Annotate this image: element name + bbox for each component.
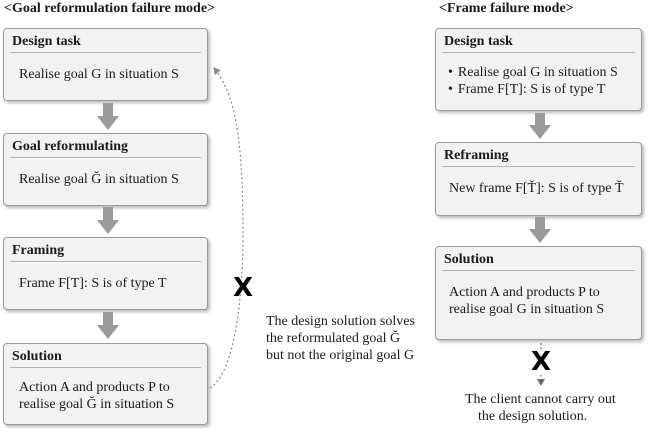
box-body: Frame F[T]: S is of type T <box>19 269 167 292</box>
flow-arrow <box>529 217 551 243</box>
box-body: Realise goal G in situation S <box>19 60 179 83</box>
left-goal-reformulating-box: Goal reformulating Realise goal Ğ in sit… <box>3 133 208 206</box>
right-solution-box: Solution Action A and products P to real… <box>435 246 642 340</box>
flow-arrow <box>529 113 551 139</box>
divider <box>442 270 635 271</box>
note-line: the reformulated goal Ğ <box>266 331 401 346</box>
box-line: Action A and products P to <box>19 380 170 395</box>
box-line: Action A and products P to <box>449 285 600 300</box>
divider <box>442 166 635 167</box>
divider <box>442 52 635 53</box>
note-line: the design solution. <box>478 409 588 424</box>
divider <box>10 157 201 158</box>
note-line: The client cannot carry out <box>465 392 616 407</box>
box-body: Action A and products P to realise goal … <box>19 375 174 413</box>
box-title: Reframing <box>444 148 509 163</box>
divider <box>10 367 201 368</box>
bullet-item: Frame F[T]: S is of type T <box>448 81 618 98</box>
box-line: Realise goal G in situation S <box>19 67 179 82</box>
box-title: Design task <box>12 34 81 49</box>
right-design-task-box: Design task Realise goal G in situation … <box>435 28 642 111</box>
note-line: The design solution solves <box>266 314 415 329</box>
left-heading: <Goal reformulation failure mode> <box>4 1 216 16</box>
left-failure-note: The design solution solves the reformula… <box>266 313 415 364</box>
box-title: Solution <box>12 349 62 364</box>
right-reframing-box: Reframing New frame F[Ť]: S is of type Ť <box>435 142 642 216</box>
box-line: realise goal G in situation S <box>449 302 605 317</box>
divider <box>10 52 201 53</box>
box-title: Solution <box>444 252 494 267</box>
left-framing-box: Framing Frame F[T]: S is of type T <box>3 237 208 310</box>
flow-arrow <box>97 207 119 234</box>
right-heading: <Frame failure mode> <box>439 1 574 16</box>
bullet-item: Realise goal G in situation S <box>448 64 618 81</box>
right-failure-note: The client cannot carry out the design s… <box>465 391 616 425</box>
box-body: Realise goal G in situation S Frame F[T]… <box>448 60 618 98</box>
note-line: but not the original goal G <box>266 348 415 363</box>
divider <box>10 261 201 262</box>
left-failure-x-icon: X <box>233 273 254 303</box>
flow-arrow <box>97 312 119 339</box>
box-title: Goal reformulating <box>12 139 129 154</box>
box-title: Design task <box>444 34 513 49</box>
box-body: Action A and products P to realise goal … <box>449 278 604 318</box>
flow-arrow <box>97 103 119 130</box>
box-body: New frame F[Ť]: S is of type Ť <box>449 174 624 197</box>
left-design-task-box: Design task Realise goal G in situation … <box>3 28 208 101</box>
box-line: New frame F[Ť]: S is of type Ť <box>449 181 624 196</box>
box-line: realise goal Ğ in situation S <box>19 397 175 412</box>
bullet-list: Realise goal G in situation S Frame F[T]… <box>448 64 618 98</box>
box-line: Frame F[T]: S is of type T <box>19 276 167 291</box>
box-line: Realise goal Ğ in situation S <box>19 172 179 187</box>
right-failure-x-icon: X <box>530 347 553 377</box>
left-solution-box: Solution Action A and products P to real… <box>3 343 208 425</box>
box-body: Realise goal Ğ in situation S <box>19 165 179 188</box>
box-title: Framing <box>12 243 65 258</box>
